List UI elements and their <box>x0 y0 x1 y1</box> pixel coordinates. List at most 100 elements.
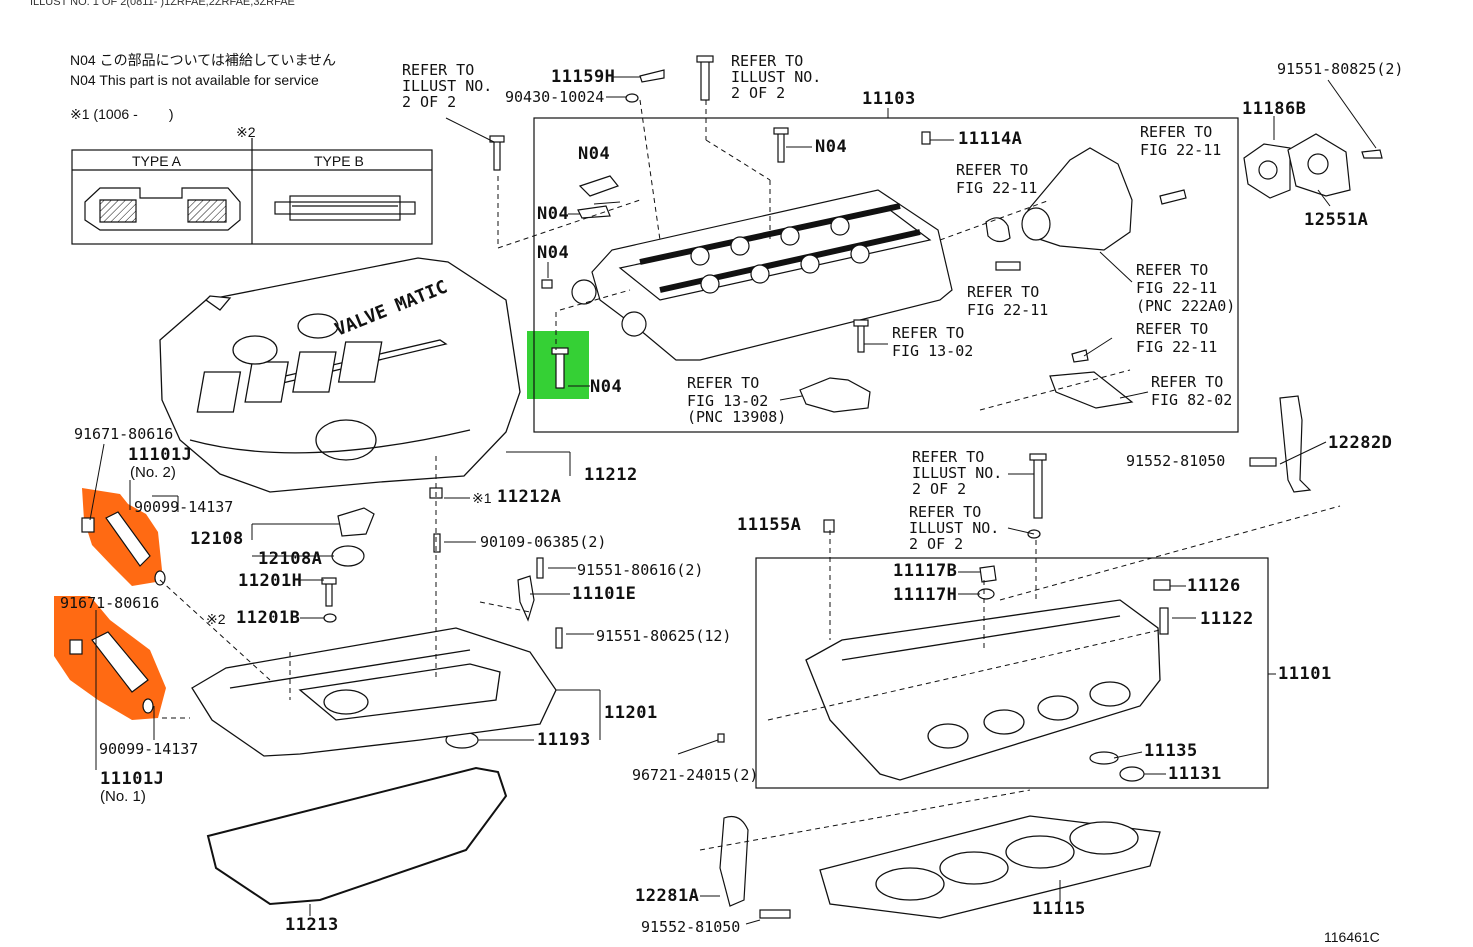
ref-fig2211-d: REFER TO FIG 22-11 (PNC 222A0) <box>1136 262 1235 314</box>
ref-line: REFER TO <box>402 61 475 79</box>
ref-fig2211-a: REFER TO FIG 22-11 <box>1140 124 1221 158</box>
ref-line: ILLUST NO. <box>912 464 1003 482</box>
part-11186b: 11186B <box>1242 99 1307 119</box>
type-a-label: TYPE A <box>132 153 182 169</box>
ref-line: REFER TO <box>731 52 804 70</box>
part-12551a: 12551A <box>1304 210 1369 230</box>
part-11135: 11135 <box>1144 741 1198 761</box>
part-91551-80825: 91551-80825(2) <box>1277 60 1404 78</box>
ref-line: REFER TO <box>1136 320 1209 338</box>
ref-line: REFER TO <box>909 503 982 521</box>
ref-line: FIG 13-02 <box>687 392 769 410</box>
mark-2: ※2 <box>206 611 226 627</box>
part-11117b: 11117B <box>893 561 958 581</box>
part-11103: 11103 <box>862 89 916 109</box>
vvt-housing-drawing <box>985 147 1133 251</box>
part-11193: 11193 <box>537 730 591 750</box>
ref-fig1302-b: REFER TO FIG 13-02 (PNC 13908) <box>687 375 786 425</box>
ref-line: FIG 22-11 <box>956 179 1038 197</box>
ref-line: ILLUST NO. <box>731 68 822 86</box>
ref-illust-mid: REFER TO ILLUST NO. 2 OF 2 <box>731 53 821 101</box>
ref-line: 2 OF 2 <box>912 480 967 498</box>
ocv-drawings <box>69 511 166 714</box>
part-n04-e: N04 <box>590 377 623 397</box>
ref-fig1302-a: REFER TO FIG 13-02 <box>892 325 973 359</box>
part-91551-80625: 91551-80625(12) <box>596 627 732 645</box>
ref-fig8202: REFER TO FIG 82-02 <box>1151 374 1232 408</box>
part-11117h: 11117H <box>893 585 958 605</box>
part-90109-06385: 90109-06385(2) <box>480 533 607 551</box>
ref-illust-b: REFER TO ILLUST NO. 2 OF 2 <box>909 504 999 552</box>
part-11159h: 11159H <box>551 67 616 87</box>
camshaft-housing-box <box>533 117 1239 433</box>
part-11213: 11213 <box>285 915 339 935</box>
part-11115: 11115 <box>1032 899 1086 919</box>
part-n04-a: N04 <box>815 137 848 157</box>
ref-illust-top: REFER TO ILLUST NO. 2 OF 2 <box>402 62 492 110</box>
note-mark2: ※2 <box>236 124 256 140</box>
part-11201: 11201 <box>604 703 658 723</box>
head-gasket-drawing <box>819 815 1161 919</box>
note-en: N04 This part is not available for servi… <box>70 72 319 88</box>
part-91552-81050-b: 91552-81050 <box>641 918 741 936</box>
part-91551-80616: 91551-80616(2) <box>577 561 704 579</box>
valve-cover-drawing <box>191 627 557 757</box>
part-no2: (No. 2) <box>130 464 176 481</box>
part-11101j-a: 11101J <box>128 445 193 465</box>
ref-illust-a: REFER TO ILLUST NO. 2 OF 2 <box>912 449 1002 497</box>
part-n04-c: N04 <box>537 204 570 224</box>
part-12281a: 12281A <box>635 886 700 906</box>
part-11101: 11101 <box>1278 664 1332 684</box>
part-11212: 11212 <box>584 465 638 485</box>
part-90099-14137-b: 90099-14137 <box>99 740 199 758</box>
part-96721-24015: 96721-24015(2) <box>632 766 759 784</box>
ref-line: REFER TO <box>1136 261 1209 279</box>
ref-line: 2 OF 2 <box>402 93 457 111</box>
part-12108: 12108 <box>190 529 244 549</box>
cover-gasket-drawing <box>206 766 508 906</box>
part-11201h: 11201H <box>238 571 303 591</box>
footer-code: 116461C <box>1324 929 1380 945</box>
ref-fig2211-c: REFER TO FIG 22-11 <box>967 284 1048 318</box>
part-91671-80616-b: 91671-80616 <box>60 594 160 612</box>
ref-line: FIG 22-11 <box>1140 141 1222 159</box>
ref-line: REFER TO <box>1151 373 1224 391</box>
part-11101e: 11101E <box>572 584 637 604</box>
ref-fig2211-e: REFER TO FIG 22-11 <box>1136 321 1217 355</box>
type-b-label: TYPE B <box>314 153 364 169</box>
ref-line: REFER TO <box>687 374 760 392</box>
ref-line: ILLUST NO. <box>909 519 1000 537</box>
part-n04-b: N04 <box>578 144 611 164</box>
ref-line: 2 OF 2 <box>731 84 786 102</box>
mark-1: ※1 <box>472 490 492 506</box>
part-n04-d: N04 <box>537 243 570 263</box>
dashed-guides <box>159 99 1341 851</box>
part-90430-10024: 90430-10024 <box>505 88 605 106</box>
note-range: ※1 (1006 - ) <box>70 106 174 122</box>
type-table <box>71 138 433 245</box>
ref-line: REFER TO <box>956 161 1029 179</box>
part-12282d: 12282D <box>1328 433 1393 453</box>
ref-line: FIG 13-02 <box>892 342 974 360</box>
part-91552-81050-a: 91552-81050 <box>1126 452 1226 470</box>
engine-cover-drawing <box>159 257 521 493</box>
ref-line: FIG 82-02 <box>1151 391 1233 409</box>
illust-caption: ILLUST NO. 1 OF 2(0811- )1ZRFAE,2ZRFAE,3… <box>30 0 295 8</box>
ref-line: FIG 22-11 <box>1136 338 1218 356</box>
part-no1: (No. 1) <box>100 788 146 805</box>
part-90099-14137-a: 90099-14137 <box>134 498 234 516</box>
part-11201b: 11201B <box>236 608 301 628</box>
ref-fig2211-b: REFER TO FIG 22-11 <box>956 162 1037 196</box>
part-11212a: 11212A <box>497 487 562 507</box>
part-12108a: 12108A <box>258 549 323 569</box>
leader-lines <box>89 76 1377 925</box>
ref-line: FIG 22-11 <box>967 301 1049 319</box>
ref-line: FIG 22-11 <box>1136 279 1218 297</box>
cylinder-head-drawing <box>805 599 1161 781</box>
fasteners <box>321 55 1312 919</box>
ref-line: 2 OF 2 <box>909 535 964 553</box>
camshaft-housing-drawing <box>571 189 953 361</box>
note-jp: N04 この部品については補給していません <box>70 52 337 68</box>
